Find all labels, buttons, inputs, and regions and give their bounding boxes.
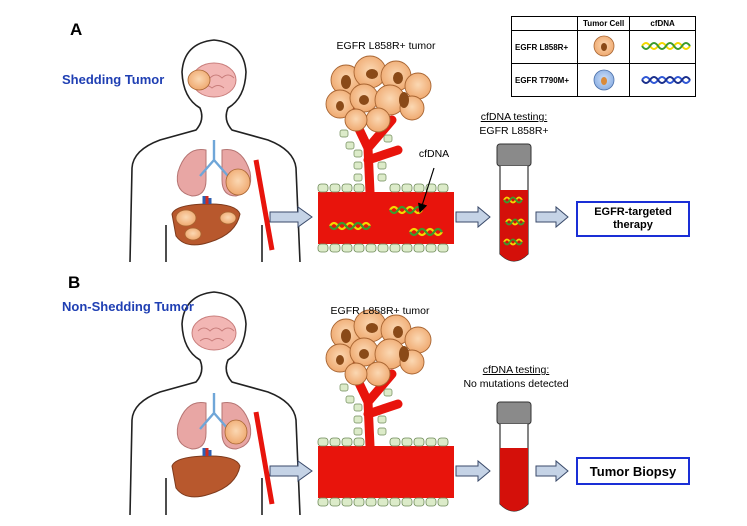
tumor-mass-b <box>325 309 432 387</box>
legend-header-tumor-cell: Tumor Cell <box>577 16 631 31</box>
outcome-targeted-therapy: EGFR-targeted therapy <box>576 201 690 237</box>
brain-b <box>191 315 237 351</box>
body-outline-a <box>129 39 301 263</box>
panel-a-tumor-label: EGFR L858R+ tumor <box>336 40 436 52</box>
panel-a-title: Shedding Tumor <box>62 72 165 87</box>
blood-vessel-a <box>317 183 454 253</box>
arrow-b-2 <box>455 459 491 483</box>
panel-a-cfdna-label: cfDNA <box>418 148 450 160</box>
blood-vessel-b <box>317 437 454 507</box>
liver-b <box>171 455 241 498</box>
panel-b-letter: B <box>68 273 81 292</box>
vessel-line-a <box>253 159 275 251</box>
panel-a-letter: A <box>70 20 83 39</box>
legend-row-t790m-cell <box>577 63 631 97</box>
legend-row-t790m-dna <box>629 63 696 97</box>
cfdna-strands-a <box>329 205 443 237</box>
vessel-line-b <box>253 411 275 505</box>
arrow-a-3 <box>535 205 569 229</box>
body-outline-b <box>129 291 301 516</box>
arrow-b-1 <box>269 460 313 482</box>
legend-header-cfdna: cfDNA <box>629 16 696 31</box>
legend-row-l858r-label: EGFR L858R+ <box>510 30 579 64</box>
panel-a-testing-heading: cfDNA testing: <box>480 111 548 123</box>
legend-header-blank <box>510 16 579 31</box>
legend-row-l858r-dna <box>629 30 696 64</box>
arrow-b-3 <box>535 459 569 483</box>
blood-tube-b <box>496 401 532 512</box>
outcome-tumor-biopsy-label: Tumor Biopsy <box>589 463 677 479</box>
panel-a-testing-result: EGFR L858R+ <box>479 125 549 137</box>
outcome-tumor-biopsy: Tumor Biopsy <box>576 457 690 485</box>
arrow-a-2 <box>455 205 491 229</box>
blood-tube-a <box>496 143 532 262</box>
panel-b-title: Non-Shedding Tumor <box>62 299 194 314</box>
panel-b-testing-result: No mutations detected <box>463 378 569 390</box>
tumor-mass-a <box>325 55 432 133</box>
legend-row-t790m-label: EGFR T790M+ <box>510 63 579 97</box>
legend-row-l858r-cell <box>577 30 631 64</box>
arrow-a-1 <box>269 206 313 228</box>
panel-b-testing-heading: cfDNA testing: <box>482 364 550 376</box>
legend-table: Tumor Cell cfDNA EGFR L858R+ EGFR T790M+ <box>510 16 696 97</box>
outcome-targeted-therapy-label: EGFR-targeted therapy <box>594 206 672 231</box>
panel-b-tumor-label: EGFR L858R+ tumor <box>330 305 430 317</box>
